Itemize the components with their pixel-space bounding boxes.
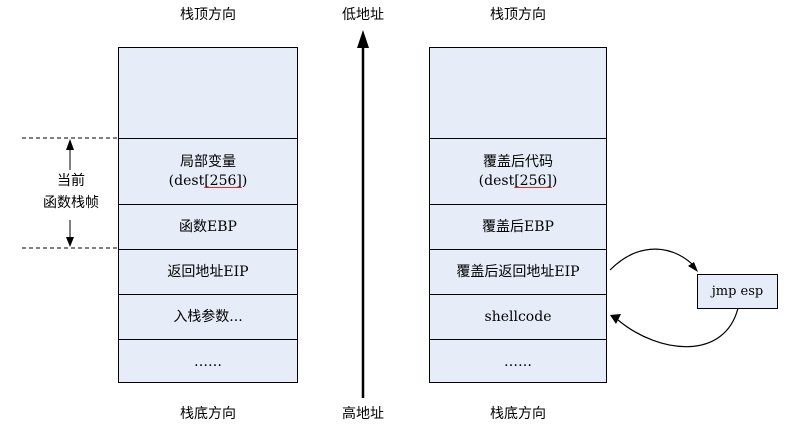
right-bottom-label: 栈底方向 [490, 406, 546, 422]
left-cell-local-vars-line2: (dest[256]) [168, 172, 248, 189]
right-cell-ellipsis: …… [430, 339, 606, 384]
axis-bottom-label: 高地址 [342, 406, 384, 422]
left-bottom-label: 栈底方向 [180, 406, 236, 422]
left-cell-eip: 返回地址EIP [119, 249, 297, 294]
frame-arrow-down-head [66, 237, 74, 247]
right-cell-eip: 覆盖后返回地址EIP [430, 249, 606, 294]
right-cell-shellcode: shellcode [430, 294, 606, 339]
axis-top-label: 低地址 [342, 7, 384, 23]
left-top-label: 栈顶方向 [180, 7, 236, 23]
address-axis-arrow-head [357, 30, 369, 48]
left-cell-local-vars-line1: 局部变量 [180, 153, 236, 170]
eip-to-jmp-arrow-head [688, 262, 698, 272]
jmp-to-shellcode-arrow [617, 307, 739, 348]
frame-label-line1: 当前 [57, 173, 85, 189]
right-cell-ebp: 覆盖后EBP [430, 204, 606, 249]
jmp-esp-box: jmp esp [697, 274, 778, 309]
frame-arrow-up-head [66, 139, 74, 150]
right-cell-overwritten-code-line2: (dest[256]) [478, 172, 558, 189]
right-cell-overwritten-code: 覆盖后代码 (dest[256]) [430, 138, 606, 204]
frame-label-line2: 函数栈帧 [43, 195, 99, 211]
left-cell-ebp: 函数EBP [119, 204, 297, 249]
left-cell-params: 入栈参数... [119, 294, 297, 339]
left-cell-local-vars: 局部变量 (dest[256]) [119, 138, 297, 204]
right-cell-empty [430, 48, 606, 138]
jmp-to-shellcode-arrow-head [610, 314, 621, 324]
right-top-label: 栈顶方向 [490, 7, 546, 23]
left-cell-ellipsis: …… [119, 339, 297, 384]
eip-to-jmp-arrow [609, 248, 697, 271]
right-stack: 覆盖后代码 (dest[256]) 覆盖后EBP 覆盖后返回地址EIP shel… [429, 47, 607, 383]
right-cell-overwritten-code-line1: 覆盖后代码 [483, 153, 553, 170]
left-stack: 局部变量 (dest[256]) 函数EBP 返回地址EIP 入栈参数... …… [118, 47, 298, 383]
